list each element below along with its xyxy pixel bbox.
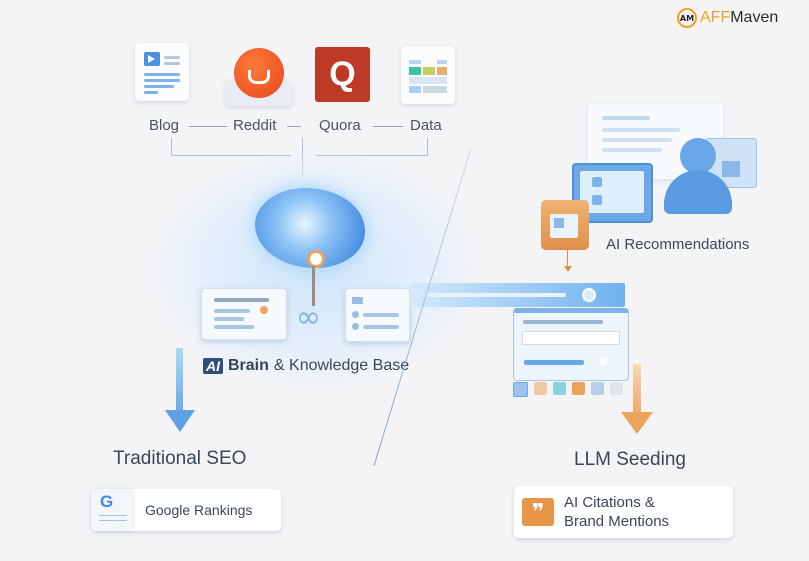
ai-citations-pill: ❞ AI Citations & Brand Mentions	[514, 486, 733, 538]
logo-text-maven: Maven	[730, 9, 779, 26]
color-swatches	[513, 382, 623, 397]
feed-line	[171, 138, 172, 156]
quote-bubble-icon: ❞	[522, 498, 554, 526]
seeding-window	[513, 308, 629, 381]
google-icon: G	[91, 489, 133, 531]
brain-node-icon	[307, 250, 325, 268]
swatch	[513, 382, 528, 397]
logo-text-aff: AFF	[700, 9, 731, 26]
feed-line	[171, 155, 291, 156]
brain-glow	[150, 150, 480, 390]
arrow-down-llm-shaft	[633, 364, 641, 414]
arrow-line	[567, 250, 568, 268]
google-rankings-pill: G Google Rankings	[91, 489, 281, 531]
google-rankings-label: Google Rankings	[145, 502, 253, 518]
connector-line	[287, 126, 301, 127]
arrow-down-seo-icon	[165, 410, 195, 432]
source-label-data: Data	[410, 117, 442, 134]
quora-icon: Q	[315, 47, 370, 102]
ai-citations-label-line2: Brand Mentions	[564, 513, 670, 530]
swatch	[591, 382, 604, 395]
brain-stem	[312, 266, 315, 306]
data-table-icon	[401, 46, 455, 104]
blog-document-icon	[135, 43, 189, 101]
ai-badge-icon: AI	[203, 358, 223, 374]
connector-line	[373, 126, 403, 127]
source-label-blog: Blog	[149, 117, 180, 134]
infinity-icon: ∞	[296, 300, 321, 335]
llm-seeding-title: LLM Seeding	[574, 449, 686, 470]
center-title-rest: & Knowledge Base	[273, 357, 410, 374]
reddit-icon	[234, 48, 284, 98]
arrow-down-llm-icon	[621, 412, 653, 434]
recommendation-device-icon	[541, 200, 589, 250]
connector-arrow	[189, 126, 227, 127]
arrow-down-icon	[564, 266, 572, 272]
feed-line	[315, 155, 427, 156]
ai-citations-label-line1: AI Citations &	[564, 494, 655, 511]
swatch	[553, 382, 566, 395]
recommendation-screen	[572, 163, 653, 223]
swatch	[610, 382, 623, 395]
source-label-quora: Quora	[319, 117, 361, 134]
ai-recommendations-label: AI Recommendations	[606, 236, 750, 253]
search-bar-graphic	[410, 283, 625, 307]
source-label-reddit: Reddit	[233, 117, 277, 134]
feed-line	[427, 138, 428, 156]
user-head-icon	[680, 138, 716, 174]
center-title-bold: Brain	[228, 357, 269, 374]
center-title: AI Brain & Knowledge Base	[203, 357, 409, 375]
logo-mark-icon: AM	[677, 8, 697, 28]
arrow-down-seo-shaft	[176, 348, 183, 412]
affmaven-logo: AM AFFMaven	[677, 8, 778, 28]
knowledge-panel-left	[201, 288, 287, 340]
swatch	[534, 382, 547, 395]
swatch	[572, 382, 585, 395]
traditional-seo-title: Traditional SEO	[113, 448, 247, 469]
knowledge-panel-right	[345, 288, 410, 342]
